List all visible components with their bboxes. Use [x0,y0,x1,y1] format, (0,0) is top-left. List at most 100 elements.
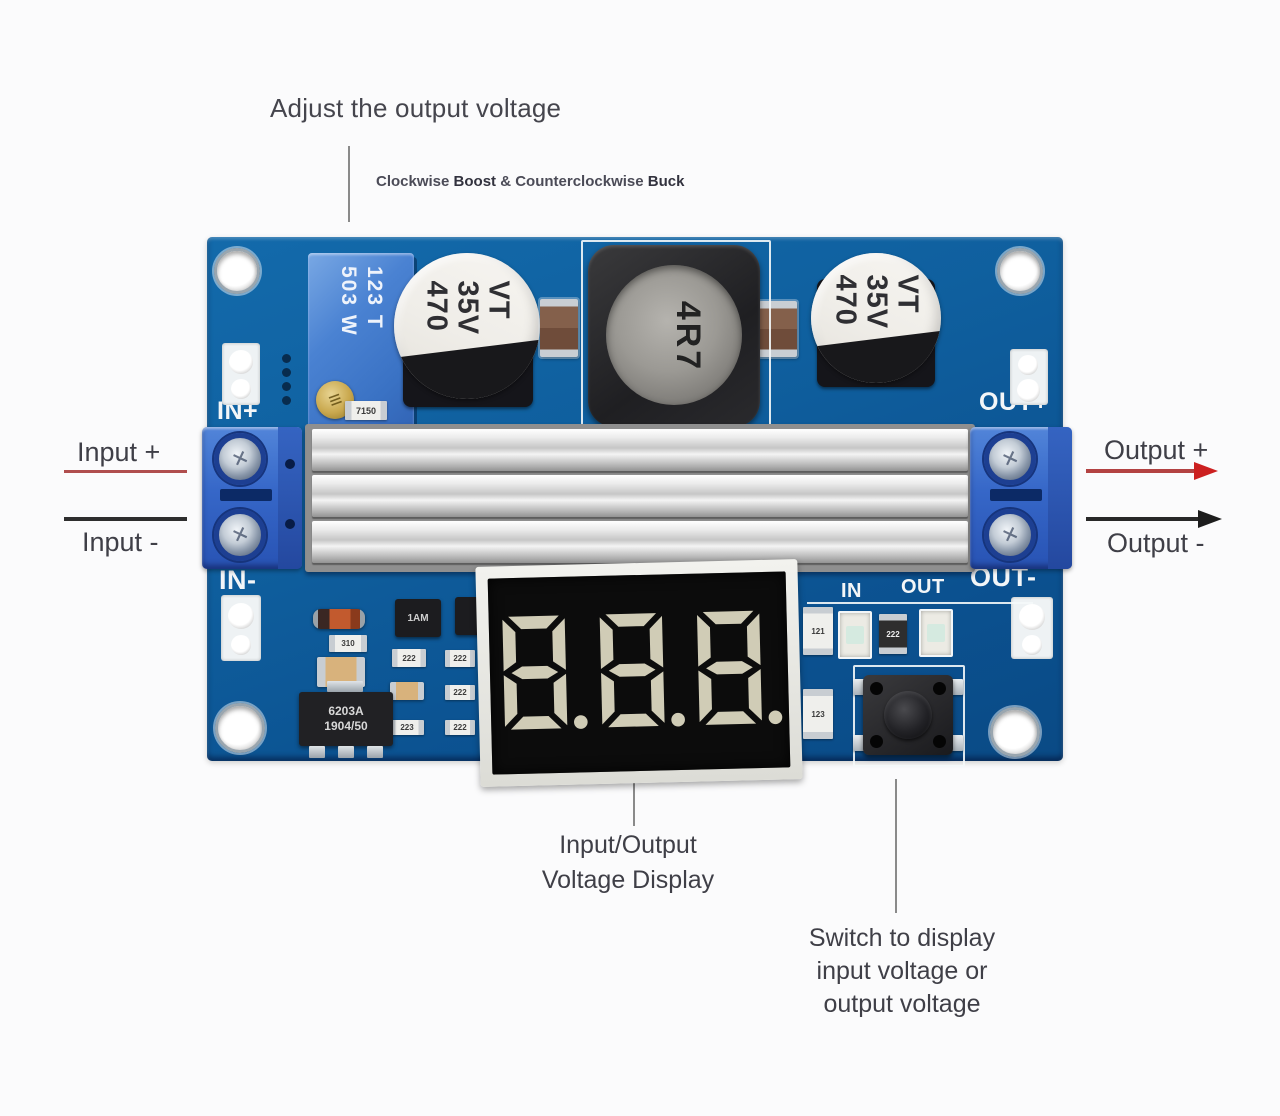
annotation-output-minus: Output - [1107,528,1205,558]
terminal-block-output: + + [970,427,1072,569]
display-label-line1: Input/Output [559,831,697,859]
seven-segment-display [487,571,791,775]
input-plus-wire [64,470,187,473]
mounting-hole-top-left [214,248,260,294]
ic-leg [309,746,325,758]
terminal-slot [990,489,1042,501]
trimmer-marking-left: 503 W [337,266,360,337]
screw-cross: + [995,515,1026,554]
screw-cross: + [995,439,1026,478]
pad-hole [1017,379,1040,402]
annotation-adjust-voltage: Adjust the output voltage [270,93,562,123]
ic-marking-line1: 6203A [328,704,364,718]
smd-capacitor-yellow [390,682,424,700]
tactile-switch [863,675,953,755]
annotation-output-plus: Output + [1104,435,1209,465]
cap-marking-vt: VT [482,280,514,320]
silkscreen-line [807,602,1033,604]
output-plus-arrowhead [1194,462,1218,480]
terminal-screw-output-minus: + [984,509,1036,561]
switch-silkscreen-box [853,665,965,767]
pad-hole [229,350,253,374]
resistor-310: 310 [329,635,367,652]
terminal-side [278,427,302,569]
ic-tab [327,681,363,692]
terminal-screw-input-minus: + [214,509,266,561]
via-dot [282,382,291,391]
switch-pin [853,679,865,695]
switch-plunger [884,691,932,739]
via-dot [282,368,291,377]
silkscreen-in-minus: IN- [219,565,257,595]
switch-pin [853,735,865,751]
pad-hole [228,603,254,629]
heatsink-fin [312,429,968,471]
transistor-1am: 1AM [395,599,441,637]
electrolytic-capacitor-right: 470 35V VT [811,253,941,383]
resistor-123: 123 [803,689,833,739]
screw-slot: ≡ [324,385,346,414]
cap-marking-470: 470 [829,274,861,326]
terminal-side [1048,427,1072,569]
switch-corner-rivet [870,735,883,748]
solder-pads-out-plus [1010,349,1048,405]
led-chip [846,626,864,644]
terminal-screw-output-plus: + [984,433,1036,485]
via-dot [282,354,291,363]
pcb-board: IN+ OUT+ IN- OUT- 503 W 12 [202,237,1072,787]
pad-hole [1022,635,1042,655]
via-dot [282,396,291,405]
cap-marking-vt: VT [891,274,923,314]
trimmer-potentiometer: 503 W 123 T ≡ [308,253,414,453]
output-minus-arrowhead [1198,510,1222,528]
terminal-screw-input-plus: + [214,433,266,485]
switch-pin [951,735,963,751]
electrolytic-capacitor-left: 470 35V VT [394,253,540,399]
resistor-223: 223 [390,720,424,735]
capacitor-sleeve [394,339,540,399]
annotation-input-plus: Input + [77,437,161,467]
capacitor-right-marking: 470 35V VT [811,274,941,330]
cap-marking-35v: 35V [860,274,892,330]
annotation-clockwise-boost: Clockwise Boost & Counterclockwise Buck [376,173,684,190]
trimmer-marking-right: 123 T [363,266,386,330]
ic-marking-line2: 1904/50 [324,719,368,733]
capacitor-sleeve [811,329,941,383]
solder-pads-in-plus [222,343,260,405]
pad-hole [231,379,251,399]
screw-cross: + [225,439,256,478]
switch-corner-rivet [933,682,946,695]
pointer-line-display [633,782,635,826]
capacitor-left-marking: 470 35V VT [394,280,540,336]
ic-leg [367,746,383,758]
display-digits-8.8.8 [502,610,783,730]
switch-label-line2: input voltage or [816,957,988,985]
resistor-222: 222 [445,720,475,735]
regulator-ic: 6203A 1904/50 [299,692,393,746]
led-output [919,609,953,657]
resistor-222: 222 [392,649,426,667]
silkscreen-led-in: IN [841,580,862,602]
input-minus-wire [64,517,187,521]
output-plus-wire [1086,469,1196,473]
output-minus-wire [1086,517,1200,521]
pad-hole [1018,355,1038,375]
terminal-block-input: + + [202,427,302,569]
resistor-121: 121 [803,607,833,655]
led-input [838,611,872,659]
solder-pads-out-minus [1011,597,1053,659]
glass-diode [313,609,365,629]
cap-marking-35v: 35V [451,280,483,336]
annotation-switch: Switch to display input voltage or outpu… [777,922,1027,1021]
switch-label-line1: Switch to display [808,924,996,952]
terminal-hole [285,459,295,469]
switch-label-line3: output voltage [823,990,981,1018]
cap-marking-470: 470 [420,280,452,332]
annotation-display: Input/Output Voltage Display [500,828,756,898]
terminal-slot [220,489,272,501]
silkscreen-led-out: OUT [901,576,945,598]
resistor-222: 222 [445,650,475,667]
clockwise-pre: Clockwise [376,173,454,190]
pointer-line-switch [895,779,897,913]
